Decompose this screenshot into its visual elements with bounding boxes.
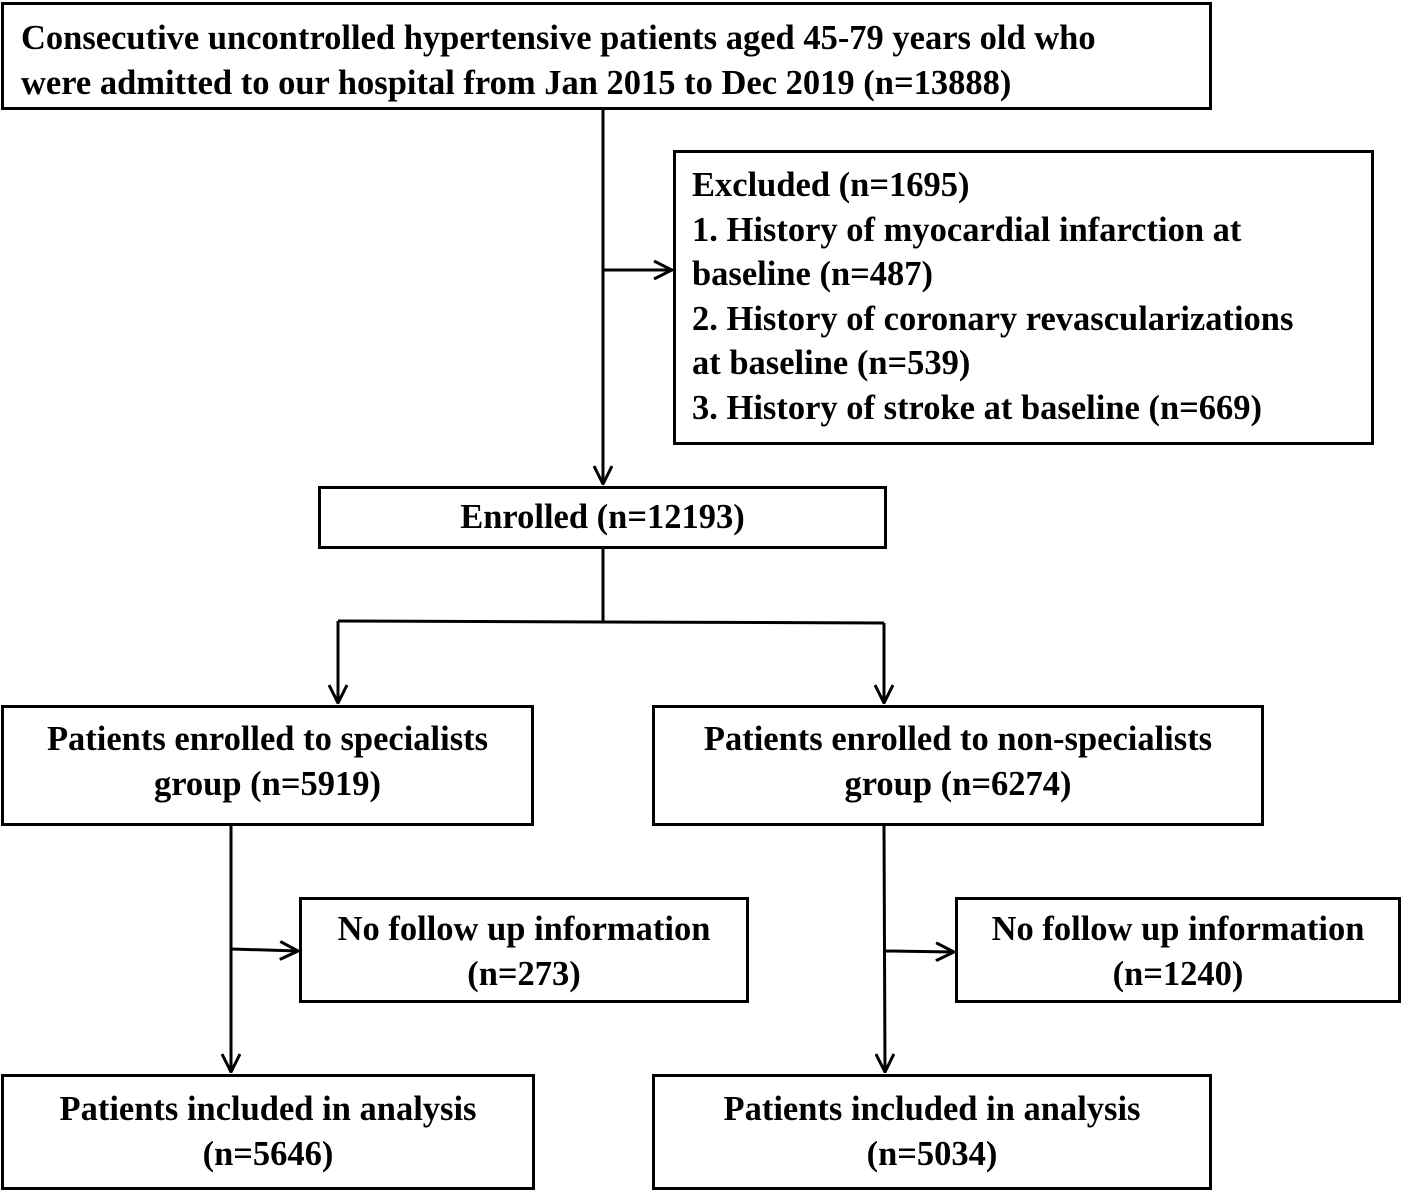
specialists-group-line-2: group (n=5919) xyxy=(153,765,381,803)
non-specialists-group-line-2: group (n=6274) xyxy=(844,765,1072,803)
non-specialists-analysis-line-2: (n=5034) xyxy=(866,1135,998,1173)
specialists-no-follow-up-line-1: No follow up information xyxy=(337,910,711,948)
non-specialists-analysis-line-1: Patients included in analysis xyxy=(723,1090,1141,1128)
excluded-box: Excluded (n=1695) 1. History of myocardi… xyxy=(673,150,1374,445)
enrolled-box: Enrolled (n=12193) xyxy=(318,486,887,549)
screened-line-2: were admitted to our hospital from Jan 2… xyxy=(21,64,1012,102)
enrolled-label: Enrolled (n=12193) xyxy=(460,498,745,536)
screened-line-1: Consecutive uncontrolled hypertensive pa… xyxy=(21,19,1096,57)
excluded-line-4: at baseline (n=539) xyxy=(692,344,971,382)
arrow-specialists-to-no-follow-up xyxy=(230,949,298,951)
excluded-line-2: baseline (n=487) xyxy=(692,255,934,293)
non-specialists-group-line-1: Patients enrolled to non-specialists xyxy=(703,720,1213,758)
excluded-line-5: 3. History of stroke at baseline (n=669) xyxy=(692,388,1263,427)
excluded-line-3: 2. History of coronary revascularization… xyxy=(692,299,1294,338)
arrow-non-specialists-to-analysis xyxy=(884,825,885,1072)
specialists-analysis-line-1: Patients included in analysis xyxy=(59,1090,477,1128)
excluded-line-1: 1. History of myocardial infarction at xyxy=(692,210,1242,249)
non-specialists-analysis-box: Patients included in analysis (n=5034) xyxy=(652,1074,1212,1190)
specialists-analysis-box: Patients included in analysis (n=5646) xyxy=(1,1074,535,1190)
arrow-non-specialists-to-no-follow-up xyxy=(884,951,954,952)
non-specialists-group-box: Patients enrolled to non-specialists gro… xyxy=(652,705,1264,826)
specialists-no-follow-up-line-2: (n=273) xyxy=(467,955,581,993)
screened-patients-box: Consecutive uncontrolled hypertensive pa… xyxy=(1,2,1212,110)
specialists-group-box: Patients enrolled to specialists group (… xyxy=(1,705,534,826)
excluded-heading: Excluded (n=1695) xyxy=(692,166,970,204)
specialists-analysis-line-2: (n=5646) xyxy=(202,1135,334,1173)
non-specialists-no-follow-up-line-1: No follow up information xyxy=(991,910,1365,948)
specialists-group-line-1: Patients enrolled to specialists xyxy=(46,720,489,758)
specialists-no-follow-up-box: No follow up information (n=273) xyxy=(299,897,749,1003)
non-specialists-no-follow-up-box: No follow up information (n=1240) xyxy=(955,897,1401,1003)
non-specialists-no-follow-up-line-2: (n=1240) xyxy=(1112,955,1244,993)
connector-split-horizontal xyxy=(337,619,885,625)
